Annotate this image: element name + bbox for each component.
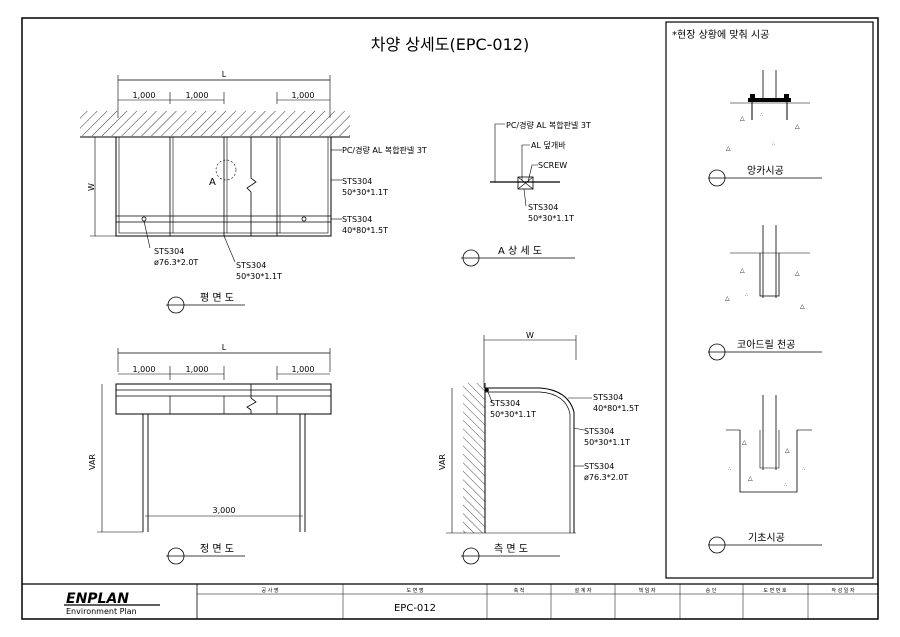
foundation-anchor: △ ∴ △ △ ∴ 앙카시공	[708, 70, 822, 187]
plan-callout-sts-a: STS304	[342, 177, 372, 186]
title-block: ENPLAN Environment Plan 공 사 명 도 면 명 축 척 …	[22, 583, 878, 619]
front-view-title: 정 면 도	[200, 543, 234, 555]
header-date: 작 성 일 자	[831, 587, 855, 594]
svg-text:△: △	[740, 267, 745, 274]
foundation-label-anchor: 앙카시공	[747, 165, 784, 177]
outer-border	[21, 17, 879, 620]
svg-text:∴: ∴	[802, 466, 805, 472]
detail-callout-screw: SCREW	[538, 161, 567, 170]
svg-text:△: △	[726, 145, 731, 152]
detail-callout-pc: PC/경량 AL 복합판넬 3T	[506, 120, 591, 130]
foundation-label-core-drill: 코아드릴 천공	[737, 338, 795, 351]
side-callout-4-size: ø76.3*2.0T	[584, 473, 628, 482]
plan-view: L 1,000 1,000 1,000 W A	[80, 70, 427, 314]
site-note: *현장 상황에 맞춰 시공	[672, 29, 769, 41]
side-wall-hatch	[463, 383, 485, 533]
side-callout-1: STS304	[490, 399, 520, 408]
plan-callout-bar: STS304	[236, 261, 266, 270]
svg-text:∴: ∴	[745, 292, 748, 298]
foundation-label-footing: 기초시공	[748, 532, 785, 544]
svg-text:△: △	[785, 447, 790, 454]
plan-callout-sts-a-size: 50*30*1.1T	[342, 188, 388, 197]
plan-callout-bar-size: 50*30*1.1T	[236, 272, 282, 281]
svg-text:△: △	[725, 295, 730, 302]
svg-text:∴: ∴	[784, 482, 787, 488]
detail-callout-al: AL 덮개바	[531, 140, 566, 150]
plan-view-title: 평 면 도	[200, 292, 234, 304]
plan-callout-post: STS304	[154, 247, 184, 256]
front-dim-1: 1,000	[133, 365, 156, 374]
svg-text:∴: ∴	[772, 141, 775, 147]
svg-text:△: △	[795, 270, 800, 277]
company-logo-sub: Environment Plan	[66, 607, 137, 616]
front-span-label: 3,000	[213, 506, 236, 515]
side-view: W VAR STS304 50*30*1.1T STS304 40*80*1.5…	[438, 331, 639, 565]
front-length-label: L	[222, 343, 227, 352]
side-callout-3: STS304	[584, 427, 614, 436]
detail-callout-sts: STS304	[528, 203, 558, 212]
svg-text:△: △	[748, 475, 753, 482]
plan-wall-hatch	[80, 111, 350, 136]
detail-a-mark	[215, 159, 237, 181]
detail-view-title: A 상 세 도	[498, 245, 542, 257]
plan-callout-post-size: ø76.3*2.0T	[154, 258, 198, 267]
plan-callout-pc: PC/경량 AL 복합판넬 3T	[342, 145, 427, 155]
svg-text:△: △	[740, 115, 745, 122]
svg-text:△: △	[795, 123, 800, 130]
svg-text:△: △	[742, 439, 747, 446]
plan-callout-sts-b: STS304	[342, 215, 372, 224]
company-logo: ENPLAN	[66, 591, 129, 607]
header-manager: 책 임 자	[639, 587, 656, 594]
side-callout-1-size: 50*30*1.1T	[490, 410, 536, 419]
front-view: L 1,000 1,000 1,000 VAR 3,000 정 면 도	[88, 343, 332, 565]
svg-text:∴: ∴	[728, 466, 731, 472]
side-width-label: W	[526, 331, 534, 340]
side-callout-2-size: 40*80*1.5T	[593, 404, 639, 413]
front-dim-3: 1,000	[292, 365, 315, 374]
detail-a-view: PC/경량 AL 복합판넬 3T AL 덮개바 SCREW STS304 50*…	[461, 120, 591, 267]
foundation-footing: △ △ △ ∴ ∴ ∴ 기초시공	[708, 395, 822, 554]
drawing-title: 차양 상세도(EPC-012)	[371, 35, 529, 54]
side-height-label: VAR	[438, 454, 447, 470]
header-scale: 축 척	[514, 587, 525, 594]
plan-dim-1: 1,000	[133, 91, 156, 100]
header-drawing-number: 도 면 번 호	[763, 587, 787, 594]
front-dim-2: 1,000	[186, 365, 209, 374]
note-panel-border	[665, 21, 874, 579]
svg-text:△: △	[800, 303, 805, 310]
side-callout-3-size: 50*30*1.1T	[584, 438, 630, 447]
side-callout-4: STS304	[584, 462, 614, 471]
header-designer: 설 계 자	[575, 587, 592, 594]
plan-dim-3: 1,000	[292, 91, 315, 100]
front-height-label: VAR	[88, 454, 97, 470]
side-callout-2: STS304	[593, 393, 623, 402]
plan-dim-2: 1,000	[186, 91, 209, 100]
foundation-core-drill: △ △ △ ∴ △ 코아드릴 천공	[708, 225, 822, 361]
drawing-name-value: EPC-012	[394, 603, 436, 614]
detail-a-label: A	[209, 177, 216, 188]
svg-text:∴: ∴	[760, 112, 763, 118]
plan-length-label: L	[222, 70, 227, 79]
header-drawing-name: 도 면 명	[407, 587, 424, 594]
detail-callout-sts-size: 50*30*1.1T	[528, 214, 574, 223]
header-approval: 승 인	[706, 587, 717, 594]
plan-callout-sts-b-size: 40*80*1.5T	[342, 226, 388, 235]
side-view-title: 측 면 도	[494, 543, 528, 555]
header-project: 공 사 명	[262, 587, 279, 594]
plan-width-label: W	[87, 183, 96, 191]
